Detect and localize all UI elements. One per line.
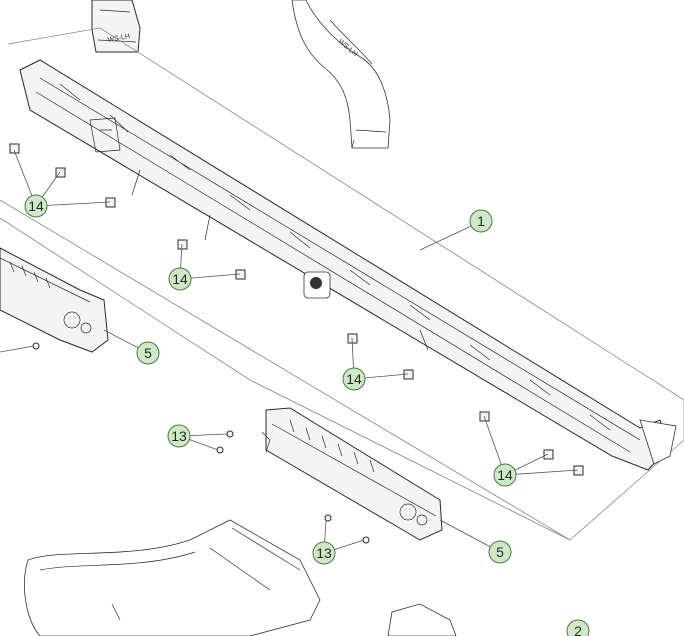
callout-13-upper-label: 13 (171, 428, 187, 444)
callout-14-left: 14 (24, 194, 48, 218)
callout-1-label: 1 (477, 213, 485, 229)
nut (177, 239, 188, 250)
callout-5-upper: 5 (136, 341, 160, 365)
nut (543, 449, 554, 460)
callout-1: 1 (469, 209, 493, 233)
callout-14-mid-left-label: 14 (172, 271, 188, 287)
assembly-frame (0, 27, 684, 541)
callout-14-right-label: 14 (497, 467, 513, 483)
fasteners (9, 143, 584, 544)
callout-13-upper: 13 (167, 424, 191, 448)
left-duct-label: WS-LH (107, 33, 130, 44)
cross-bar-assembly (19, 59, 677, 471)
callout-2-label: 2 (574, 623, 582, 636)
upper-left-duct: WS-LH (91, 0, 141, 53)
center-vent-assembly (261, 407, 443, 541)
callout-14-left-label: 14 (28, 198, 44, 214)
nut (55, 167, 66, 178)
left-vent-assembly (0, 247, 109, 353)
callout-5-lower: 5 (488, 540, 512, 564)
screw (324, 514, 332, 522)
callout-2: 2 (566, 619, 590, 636)
callout-14-right: 14 (493, 463, 517, 487)
callout-14-mid-right: 14 (342, 367, 366, 391)
upper-center-duct: WS-LH (291, 0, 391, 149)
callout-13-lower: 13 (312, 541, 336, 565)
callout-14-mid-right-label: 14 (346, 371, 362, 387)
lower-left-duct (24, 519, 321, 636)
callout-5-lower-label: 5 (496, 544, 504, 560)
lower-right-duct (387, 603, 457, 636)
nut (9, 143, 20, 154)
callout-14-mid-left: 14 (168, 267, 192, 291)
callout-5-upper-label: 5 (144, 345, 152, 361)
sub-frame (0, 217, 571, 541)
callout-13-lower-label: 13 (316, 545, 332, 561)
